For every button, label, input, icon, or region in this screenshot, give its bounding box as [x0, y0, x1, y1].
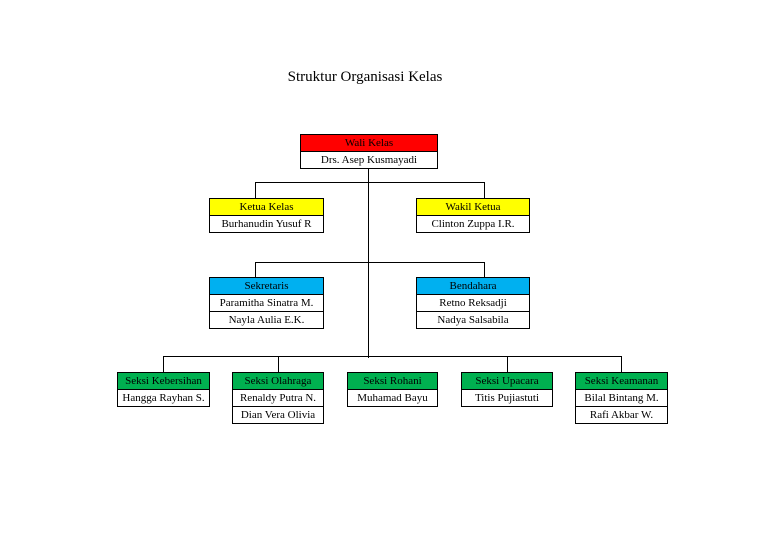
seksi-kebersihan-box: Seksi Kebersihan Hangga Rayhan S. [117, 372, 210, 407]
connector-bendahara-drop [484, 262, 485, 277]
wakil-ketua-role: Wakil Ketua [417, 199, 529, 215]
connector-kebersihan-drop [163, 356, 164, 372]
seksi-keamanan-role: Seksi Keamanan [576, 373, 667, 389]
wali-kelas-name: Drs. Asep Kusmayadi [301, 151, 437, 168]
sekretaris-name-1: Paramitha Sinatra M. [210, 294, 323, 311]
seksi-kebersihan-name: Hangga Rayhan S. [118, 389, 209, 406]
connector-upacara-drop [507, 356, 508, 372]
seksi-rohani-name: Muhamad Bayu [348, 389, 437, 406]
seksi-rohani-role: Seksi Rohani [348, 373, 437, 389]
seksi-olahraga-name-1: Renaldy Putra N. [233, 389, 323, 406]
ketua-kelas-role: Ketua Kelas [210, 199, 323, 215]
sekretaris-name-2: Nayla Aulia E.K. [210, 311, 323, 328]
connector-olahraga-drop [278, 356, 279, 372]
sekretaris-box: Sekretaris Paramitha Sinatra M. Nayla Au… [209, 277, 324, 329]
seksi-kebersihan-role: Seksi Kebersihan [118, 373, 209, 389]
seksi-upacara-role: Seksi Upacara [462, 373, 552, 389]
connector-keamanan-drop [621, 356, 622, 372]
connector-wakil-drop [484, 182, 485, 198]
seksi-upacara-name: Titis Pujiastuti [462, 389, 552, 406]
connector-level2-horizontal [255, 262, 485, 263]
wakil-ketua-box: Wakil Ketua Clinton Zuppa I.R. [416, 198, 530, 233]
sekretaris-role: Sekretaris [210, 278, 323, 294]
wali-kelas-role: Wali Kelas [301, 135, 437, 151]
seksi-keamanan-name-2: Rafi Akbar W. [576, 406, 667, 423]
bendahara-name-1: Retno Reksadji [417, 294, 529, 311]
bendahara-name-2: Nadya Salsabila [417, 311, 529, 328]
ketua-kelas-box: Ketua Kelas Burhanudin Yusuf R [209, 198, 324, 233]
page-title: Struktur Organisasi Kelas [287, 69, 443, 85]
wali-kelas-box: Wali Kelas Drs. Asep Kusmayadi [300, 134, 438, 169]
seksi-olahraga-role: Seksi Olahraga [233, 373, 323, 389]
connector-sekretaris-drop [255, 262, 256, 277]
bendahara-box: Bendahara Retno Reksadji Nadya Salsabila [416, 277, 530, 329]
seksi-olahraga-name-2: Dian Vera Olivia [233, 406, 323, 423]
seksi-rohani-box: Seksi Rohani Muhamad Bayu [347, 372, 438, 407]
wakil-ketua-name: Clinton Zuppa I.R. [417, 215, 529, 232]
connector-level3-horizontal [163, 356, 621, 357]
seksi-upacara-box: Seksi Upacara Titis Pujiastuti [461, 372, 553, 407]
ketua-kelas-name: Burhanudin Yusuf R [210, 215, 323, 232]
connector-ketua-drop [255, 182, 256, 198]
seksi-keamanan-name-1: Bilal Bintang M. [576, 389, 667, 406]
seksi-keamanan-box: Seksi Keamanan Bilal Bintang M. Rafi Akb… [575, 372, 668, 424]
bendahara-role: Bendahara [417, 278, 529, 294]
connector-level1-horizontal [255, 182, 485, 183]
seksi-olahraga-box: Seksi Olahraga Renaldy Putra N. Dian Ver… [232, 372, 324, 424]
